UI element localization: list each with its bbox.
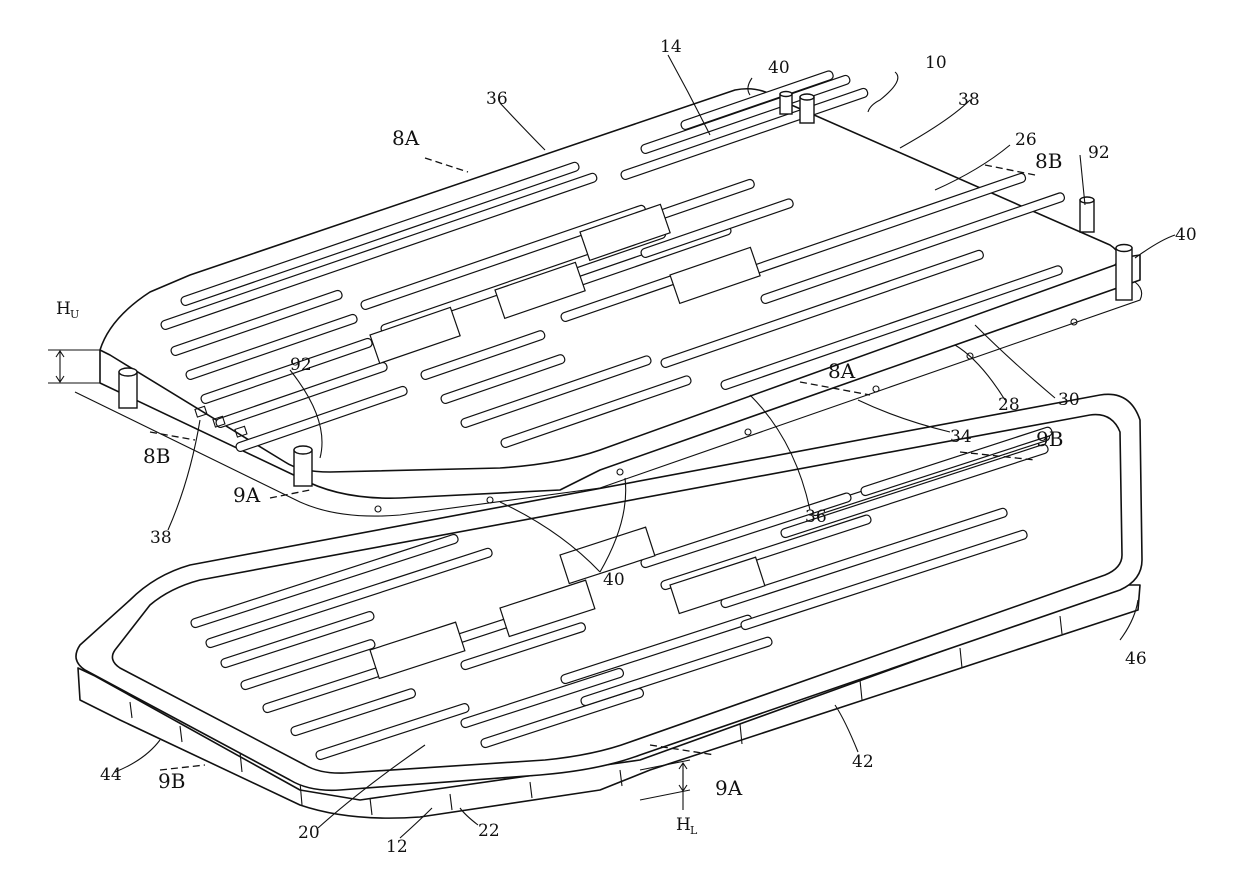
ref-label-40-center: 40 [603, 570, 625, 590]
dimension-label-hl: H L [676, 815, 698, 837]
ref-label-20: 20 [298, 823, 320, 843]
ref-label-38-left: 38 [150, 528, 172, 548]
section-line-8A-top [425, 158, 468, 172]
ref-label-12: 12 [386, 837, 408, 857]
section-line-8B-right [985, 165, 1035, 175]
section-label-9B-left: 9B [158, 769, 185, 793]
ref-label-40-right: 40 [1175, 225, 1197, 245]
ref-label-36-mid: 36 [805, 507, 827, 527]
post-left-front [119, 368, 137, 408]
ref-label-34: 34 [950, 427, 972, 447]
ref-label-92-left: 92 [290, 355, 312, 375]
post-right-top [1080, 197, 1094, 232]
section-label-8B-left: 8B [143, 444, 170, 468]
ref-label-46: 46 [1125, 649, 1147, 669]
section-label-9A-right: 9A [715, 776, 743, 800]
section-label-9B-right: 9B [1036, 427, 1063, 451]
section-label-8B-right: 8B [1035, 149, 1062, 173]
ref-label-10: 10 [925, 53, 947, 73]
section-line-8B-left [150, 432, 195, 440]
section-label-9A-left: 9A [233, 483, 261, 507]
ref-label-36-top: 36 [486, 89, 508, 109]
ref-label-22: 22 [478, 821, 500, 841]
ref-label-38-top: 38 [958, 90, 980, 110]
post-right-corner [1116, 245, 1132, 301]
svg-text:H: H [676, 815, 691, 835]
section-label-8A-mid: 8A [828, 359, 856, 383]
ref-label-26: 26 [1015, 130, 1037, 150]
dimension-label-hu: H U [56, 299, 79, 321]
svg-text:L: L [690, 824, 698, 837]
ref-label-42: 42 [852, 752, 874, 772]
ref-label-14: 14 [660, 37, 682, 57]
ref-label-28: 28 [998, 395, 1020, 415]
section-label-8A-top: 8A [392, 126, 420, 150]
svg-text:H: H [56, 299, 71, 319]
ref-label-40-top: 40 [768, 58, 790, 78]
ref-label-92-right: 92 [1088, 143, 1110, 163]
post-left-rear [294, 446, 312, 486]
ref-label-44: 44 [100, 765, 122, 785]
svg-text:U: U [70, 308, 79, 321]
ref-label-30: 30 [1058, 390, 1080, 410]
